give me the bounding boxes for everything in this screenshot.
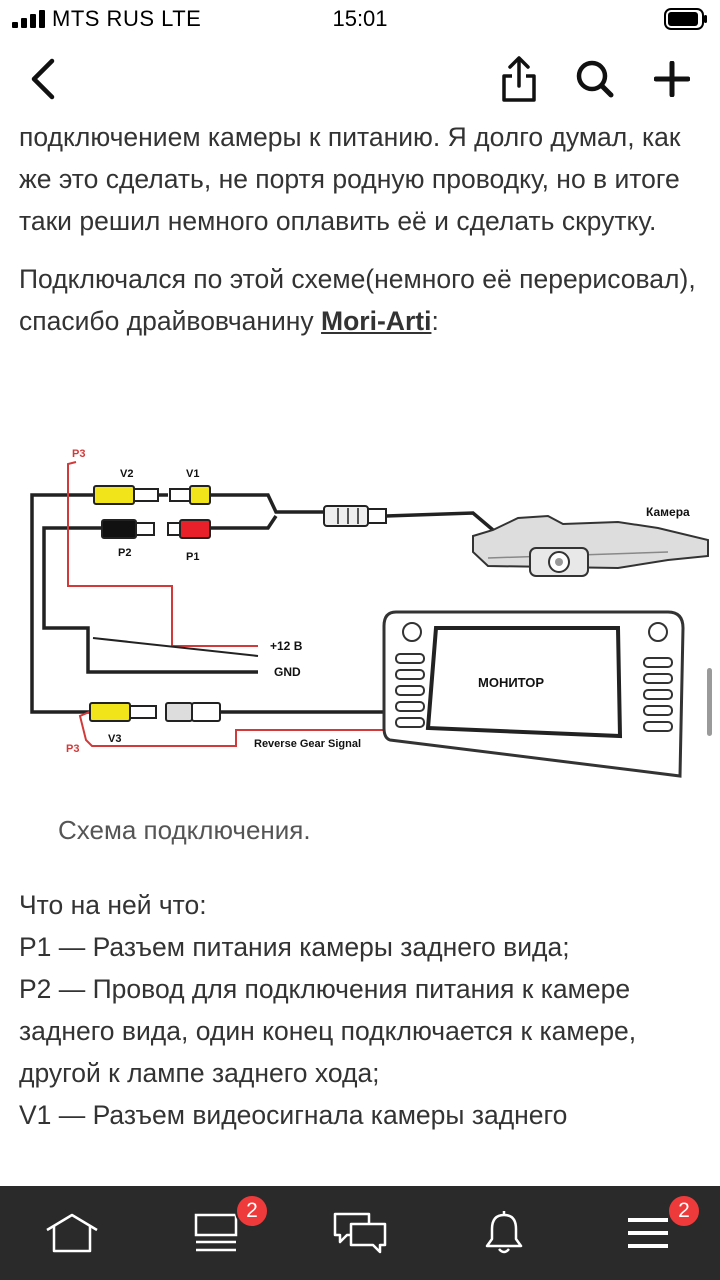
tab-notifications[interactable] bbox=[444, 1186, 564, 1280]
search-icon bbox=[576, 60, 614, 98]
label-camera: Камера bbox=[646, 505, 690, 519]
messages-icon bbox=[333, 1212, 387, 1254]
status-time: 15:01 bbox=[332, 6, 388, 31]
menu-badge: 2 bbox=[667, 1194, 701, 1228]
status-bar: MTS RUS LTE 15:01 bbox=[0, 0, 720, 40]
search-button[interactable] bbox=[570, 54, 620, 104]
list-item: V1 — Разъем видеосигнала камеры заднего bbox=[19, 1100, 568, 1130]
label-monitor: МОНИТОР bbox=[478, 675, 544, 690]
label-v3: V3 bbox=[108, 733, 121, 745]
nav-bar bbox=[0, 40, 720, 120]
connector-v3 bbox=[89, 702, 157, 722]
label-gnd: GND bbox=[274, 665, 301, 679]
label-v2: V2 bbox=[120, 468, 133, 480]
carrier-label: MTS RUS LTE bbox=[52, 6, 202, 31]
label-p3-top: P3 bbox=[72, 448, 85, 460]
feed-icon bbox=[194, 1213, 238, 1252]
description-list: Что на ней что: P1 — Разъем питания каме… bbox=[19, 884, 709, 1136]
label-reverse: Reverse Gear Signal bbox=[254, 738, 361, 750]
camera-drawing bbox=[472, 514, 709, 577]
menu-icon bbox=[628, 1218, 668, 1248]
battery-icon bbox=[664, 8, 707, 30]
gnd-wire bbox=[92, 637, 259, 657]
connector-v1 bbox=[169, 485, 211, 505]
paragraph-text: Подключался по этой схеме(немного её пер… bbox=[19, 264, 696, 336]
article-body: подключением камеры к питанию. Я долго д… bbox=[19, 116, 709, 358]
article-paragraph: подключением камеры к питанию. Я долго д… bbox=[19, 122, 681, 236]
signal-icon bbox=[12, 10, 45, 28]
tab-home[interactable] bbox=[12, 1186, 132, 1280]
connector-p2 bbox=[101, 519, 155, 539]
feed-badge: 2 bbox=[235, 1194, 269, 1228]
home-icon bbox=[46, 1213, 98, 1253]
connector-monitor-video bbox=[165, 702, 221, 722]
list-intro: Что на ней что: bbox=[19, 890, 207, 920]
article-paragraph: Подключался по этой схеме(немного её пер… bbox=[19, 258, 709, 342]
label-p1: P1 bbox=[186, 551, 199, 563]
label-v1: V1 bbox=[186, 468, 199, 480]
author-link[interactable]: Mori-Arti bbox=[321, 306, 432, 336]
connector-camera-plug bbox=[323, 505, 387, 527]
connector-v2 bbox=[93, 485, 159, 505]
tab-messages[interactable] bbox=[300, 1186, 420, 1280]
back-button[interactable] bbox=[18, 54, 68, 104]
share-button[interactable] bbox=[494, 54, 544, 104]
bell-icon bbox=[485, 1211, 523, 1254]
label-plus12: +12 В bbox=[270, 639, 303, 653]
monitor-drawing bbox=[382, 610, 685, 778]
wiring-diagram: P3 V2 V1 P2 P1 Камера +12 В GND МОНИТОР … bbox=[30, 448, 709, 778]
red-wires bbox=[67, 461, 384, 747]
paragraph-end: : bbox=[431, 306, 439, 336]
add-button[interactable] bbox=[647, 54, 697, 104]
label-p3-bottom: P3 bbox=[66, 743, 79, 755]
image-caption: Схема подключения. bbox=[58, 815, 311, 845]
tab-feed[interactable] bbox=[156, 1186, 276, 1280]
list-item: P2 — Провод для подключения питания к ка… bbox=[19, 974, 637, 1088]
plus-icon bbox=[654, 61, 690, 97]
connector-p1 bbox=[167, 519, 211, 539]
tab-menu[interactable] bbox=[588, 1186, 708, 1280]
label-p2: P2 bbox=[118, 547, 131, 559]
share-icon bbox=[502, 56, 536, 102]
wires bbox=[30, 493, 495, 714]
back-icon bbox=[31, 58, 55, 100]
list-item: P1 — Разъем питания камеры заднего вида; bbox=[19, 932, 570, 962]
scrollbar-thumb[interactable] bbox=[707, 668, 712, 736]
bottom-tab-bar: 2 2 bbox=[0, 1186, 720, 1280]
